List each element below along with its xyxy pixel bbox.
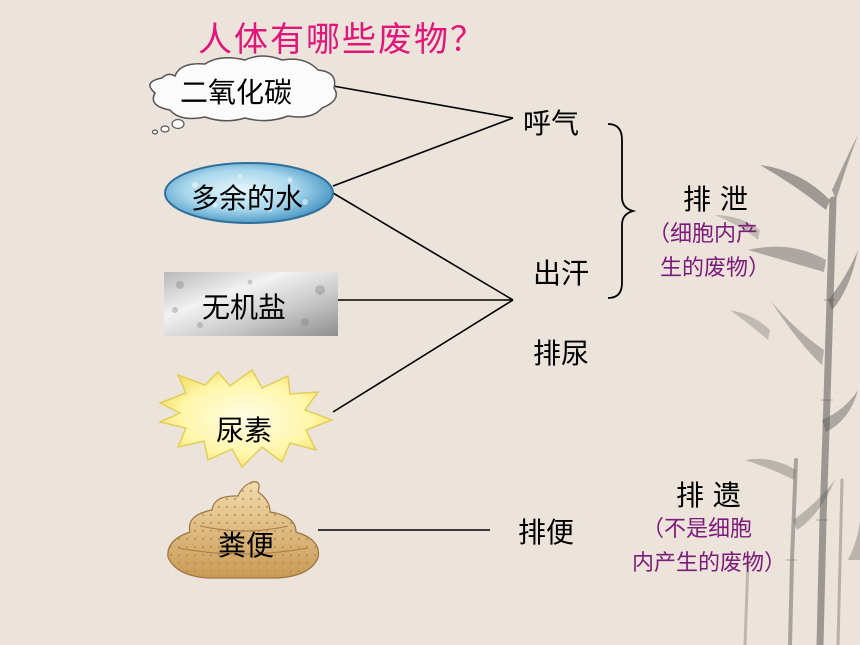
defecate-label: 排便 <box>518 516 575 549</box>
egestion-note-line-2: 内产生的废物） <box>632 551 787 576</box>
line-co2-to-breathe <box>332 85 514 119</box>
urea-burst <box>157 368 335 469</box>
co2-label: 二氧化碳 <box>180 76 293 109</box>
salt-label: 无机盐 <box>202 291 287 324</box>
sweat-label: 出汗 <box>533 257 590 290</box>
feces-label: 粪便 <box>218 529 275 562</box>
line-water-to-breathe <box>332 117 514 187</box>
breathe-label: 呼气 <box>523 107 580 140</box>
urea-label: 尿素 <box>216 414 273 447</box>
excretion-note-line-2: 生的废物） <box>660 256 771 281</box>
poop-pile <box>167 481 320 579</box>
egestion-note-line-1: （不是细胞 <box>642 517 753 542</box>
cloud-shape <box>149 55 337 135</box>
water-label: 多余的水 <box>191 182 304 215</box>
egestion-label: 排 遗 <box>676 479 741 512</box>
excretion-label: 排 泄 <box>683 183 748 216</box>
slide-title: 人体有哪些废物？ <box>198 20 486 60</box>
bamboo-decoration <box>715 135 860 645</box>
line-urea-to-urinate <box>332 299 514 413</box>
urinate-label: 排尿 <box>533 337 590 370</box>
salt-block <box>164 272 338 336</box>
excretion-brace <box>607 123 637 299</box>
excretion-note-line-1: （细胞内产 <box>648 222 759 247</box>
line-water-to-urinate <box>332 192 514 301</box>
